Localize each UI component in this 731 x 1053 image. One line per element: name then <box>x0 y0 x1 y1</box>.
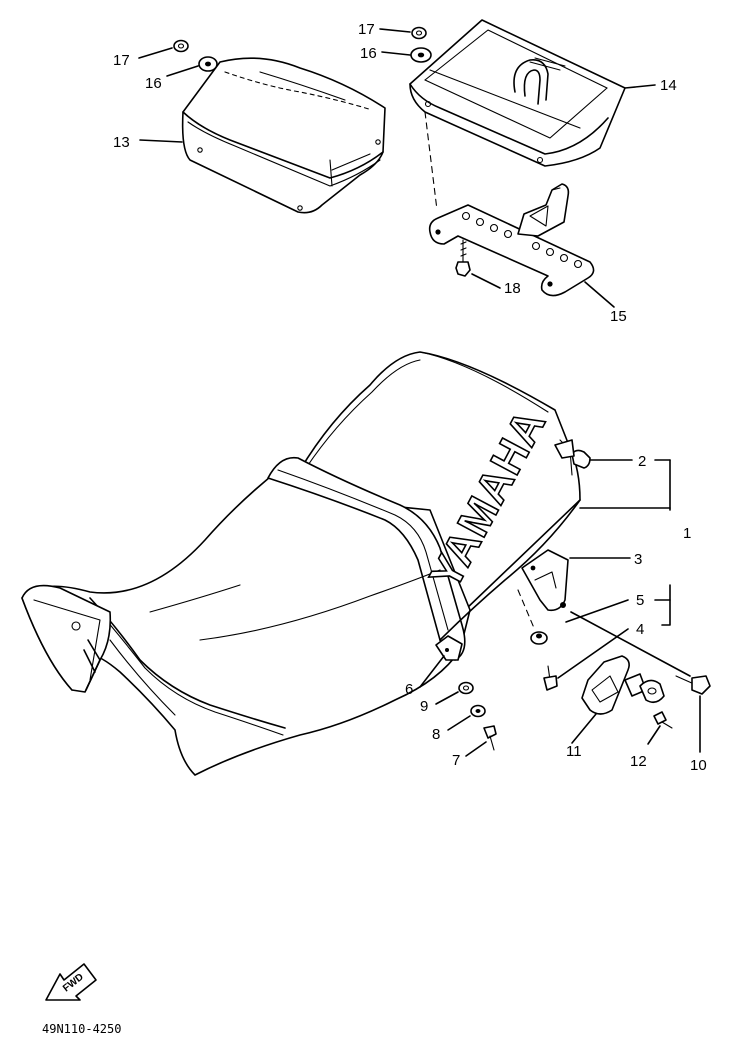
callout-5: 5 <box>636 592 644 609</box>
callout-10: 10 <box>690 757 707 774</box>
leader-line-7 <box>465 741 487 757</box>
callout-6: 6 <box>405 681 413 698</box>
callout-2: 2 <box>638 453 646 470</box>
leader-line-9 <box>435 691 459 705</box>
bracket-line-1 <box>661 459 671 626</box>
lock-bracket-part-3 <box>521 549 569 612</box>
callout-13: 13 <box>113 134 130 151</box>
callout-18: 18 <box>504 280 521 297</box>
seat-lock-part-11 <box>581 655 665 715</box>
forward-direction-arrow-icon: FWD <box>45 963 97 1001</box>
collar-part-5 <box>530 631 548 645</box>
leader-line-5 <box>565 599 629 623</box>
guide-line-bolt-10 <box>570 611 691 677</box>
washer-part-16-left <box>198 56 218 72</box>
leader-line-15 <box>584 281 615 308</box>
bolt-part-10 <box>675 675 711 695</box>
nut-part-17-left <box>173 39 189 53</box>
callout-12: 12 <box>630 753 647 770</box>
callout-1: 1 <box>683 525 691 542</box>
leader-line-14 <box>624 84 656 89</box>
bracket-bolt <box>543 665 558 691</box>
callout-4: 4 <box>636 621 644 638</box>
leader-line-11 <box>571 713 597 744</box>
washer-part-16-right <box>410 47 432 63</box>
callout-11: 11 <box>566 743 582 760</box>
callout-3: 3 <box>634 551 642 568</box>
leader-line-17-right <box>379 28 411 33</box>
screw-part-12 <box>653 711 673 729</box>
nut-part-17-right <box>411 26 427 40</box>
leader-line-16-left <box>166 65 199 77</box>
hinge-bracket-part-15 <box>428 183 595 297</box>
leader-line-8 <box>447 715 471 731</box>
callout-8: 8 <box>432 726 440 743</box>
bolt-part-7 <box>483 725 497 751</box>
seat-cover-box-part-13 <box>181 57 386 214</box>
callout-14: 14 <box>660 77 677 94</box>
storage-tray-part-14 <box>409 19 626 167</box>
leader-line-6 <box>419 655 445 688</box>
nut-part-8 <box>470 704 486 718</box>
leader-line-18 <box>471 273 501 289</box>
washer-part-9 <box>458 681 474 695</box>
guide-line-tray-bracket <box>424 111 438 211</box>
leader-line-16-right <box>381 51 411 56</box>
bolt-part-18 <box>455 239 471 277</box>
seat-assembly-part-1 <box>21 351 591 776</box>
callout-17-left: 17 <box>113 52 130 69</box>
callout-9: 9 <box>420 698 428 715</box>
callout-17-right: 17 <box>358 21 375 38</box>
leader-line-13 <box>139 139 183 143</box>
callout-16-right: 16 <box>360 45 377 62</box>
leader-line-17-left <box>138 47 173 59</box>
leader-line-12 <box>647 725 661 745</box>
guide-line-bracket-collar <box>517 589 535 629</box>
callout-7: 7 <box>452 752 460 769</box>
callout-16-left: 16 <box>145 75 162 92</box>
callout-15: 15 <box>610 308 627 325</box>
drawing-code: 49N110-4250 <box>42 1022 121 1036</box>
